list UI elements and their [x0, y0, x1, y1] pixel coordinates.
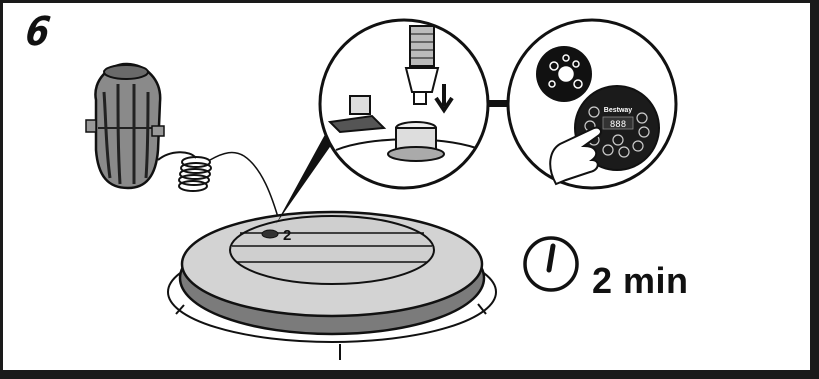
control-panel-detail: Bestway 888	[508, 20, 676, 188]
coiled-hose	[158, 152, 280, 224]
panel-display: 888	[610, 120, 626, 130]
valve-detail	[320, 20, 488, 188]
pump-unit	[86, 64, 164, 188]
spa-tub	[168, 212, 496, 360]
connector-bar	[488, 100, 508, 107]
timer-duration: 2 min	[592, 260, 689, 302]
valve-label: 2	[283, 227, 291, 244]
stopwatch-icon	[525, 238, 577, 290]
panel-brand: Bestway	[604, 107, 633, 114]
